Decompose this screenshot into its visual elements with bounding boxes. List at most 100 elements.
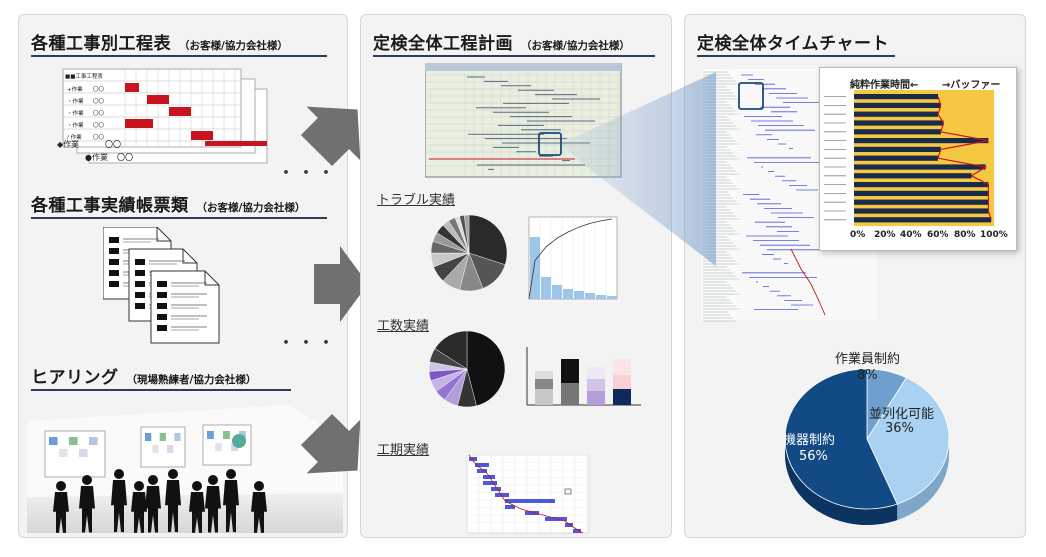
manhours-bar xyxy=(587,391,605,405)
schedule-sheets: ■■工事工程表+作業〇〇・作業〇〇・作業〇〇・作業〇〇/ 作業〇〇 xyxy=(62,68,268,164)
board-pie xyxy=(232,434,246,448)
board-content xyxy=(89,437,98,445)
ellipsis: ・・・ xyxy=(277,163,337,184)
work-bar xyxy=(854,102,941,108)
gantt-bar xyxy=(505,505,515,509)
gantt-bar xyxy=(469,457,477,461)
board-content xyxy=(79,449,88,457)
gantt-bar xyxy=(545,517,567,521)
trouble-pie xyxy=(430,214,508,292)
pie-side xyxy=(785,439,898,525)
sheet-row-label: ・作業 xyxy=(67,97,84,105)
gantt-bar xyxy=(475,463,489,467)
work-bar xyxy=(854,173,972,179)
trouble-slice xyxy=(468,214,508,265)
document-block xyxy=(109,270,119,276)
person-body xyxy=(53,492,69,533)
schedule-bar xyxy=(191,131,213,140)
pareto-line xyxy=(528,218,613,300)
schedule-bar xyxy=(125,119,153,128)
document-block xyxy=(135,303,145,309)
person-body xyxy=(131,492,147,533)
pareto-bar xyxy=(552,285,562,299)
board-content xyxy=(174,433,181,441)
board-content xyxy=(49,437,58,445)
person-body xyxy=(251,492,267,533)
zoom-projection xyxy=(560,72,716,266)
work-bar xyxy=(854,199,989,205)
title-underline xyxy=(697,55,895,57)
pie-side xyxy=(897,439,949,521)
document-block xyxy=(109,259,119,265)
x-tick: 60% xyxy=(927,230,949,240)
pareto-bar xyxy=(607,296,617,299)
manhours-bar xyxy=(613,375,631,389)
duration-gantt xyxy=(466,454,590,534)
pareto-bar xyxy=(574,291,584,299)
buffer-boundary xyxy=(937,96,992,220)
work-bar xyxy=(854,120,944,126)
board-content xyxy=(167,445,174,453)
document-block xyxy=(157,325,167,331)
pie-value-equipment: 56% xyxy=(799,449,828,464)
person-body xyxy=(111,480,127,533)
sheet-header-label: ■■工事工程表 xyxy=(65,72,103,80)
gantt-bar xyxy=(483,481,497,485)
manhours-bar xyxy=(561,359,579,383)
section-title-schedules: 各種工事別工程表（お客様/協力会社様） xyxy=(31,34,288,54)
board-content xyxy=(145,433,152,441)
gantt-bar xyxy=(573,529,581,533)
work-bar xyxy=(854,111,938,117)
document-block xyxy=(157,314,167,320)
board-content xyxy=(59,449,68,457)
title-underline xyxy=(373,55,655,57)
gantt-bar xyxy=(477,469,487,473)
gantt-bar xyxy=(565,523,573,527)
document-block xyxy=(157,281,167,287)
work-bar xyxy=(854,138,989,144)
board-content xyxy=(69,437,78,445)
board-content xyxy=(215,443,222,451)
manhours-bar xyxy=(613,389,631,405)
person-head xyxy=(254,481,264,491)
manhours-bar xyxy=(587,379,605,391)
hearing-scene xyxy=(27,405,343,533)
sheet-row-value: 〇〇 xyxy=(93,110,105,117)
trouble-pareto xyxy=(528,216,618,300)
sheet-row-value: 〇〇 xyxy=(93,122,105,129)
x-tick: 40% xyxy=(900,230,922,240)
panel-title-overall-plan: 定検全体工程計画（お客様/協力会社様） xyxy=(373,34,630,54)
pareto-bar xyxy=(541,277,551,299)
sheet-row-value: 〇〇 xyxy=(93,98,105,105)
work-bar xyxy=(854,129,941,135)
sheet-row-value: 〇〇 xyxy=(93,134,105,141)
pareto-bar xyxy=(596,295,606,299)
manhours-bar xyxy=(535,371,553,379)
pie-slice xyxy=(866,377,950,505)
gantt-bar xyxy=(483,475,495,479)
flow-arrows xyxy=(300,106,368,474)
document-block xyxy=(135,281,145,287)
gantt-marker xyxy=(564,488,572,495)
manhours-bar xyxy=(535,389,553,405)
person-body xyxy=(189,492,205,533)
section-label-manhours: 工数実績 xyxy=(377,319,430,334)
manhours-bar xyxy=(535,379,553,389)
work-bar xyxy=(854,182,989,188)
document-block xyxy=(109,281,119,287)
manhours-bars xyxy=(526,347,641,406)
document-block xyxy=(109,248,119,254)
x-tick: 80% xyxy=(954,230,976,240)
document-fold xyxy=(156,227,171,242)
work-bar xyxy=(854,164,986,170)
pareto-bar xyxy=(585,293,595,299)
back-row-value: 〇〇 xyxy=(105,140,121,149)
schedule-bar xyxy=(147,95,169,104)
tc-critical xyxy=(790,248,826,316)
pie-label-parallel: 並列化可能 xyxy=(869,407,935,422)
section-label-duration: 工期実績 xyxy=(377,443,430,458)
back-row-label: ●作業 xyxy=(85,153,108,162)
work-bar xyxy=(854,217,992,223)
document-block xyxy=(157,303,167,309)
title-underline xyxy=(31,217,327,219)
